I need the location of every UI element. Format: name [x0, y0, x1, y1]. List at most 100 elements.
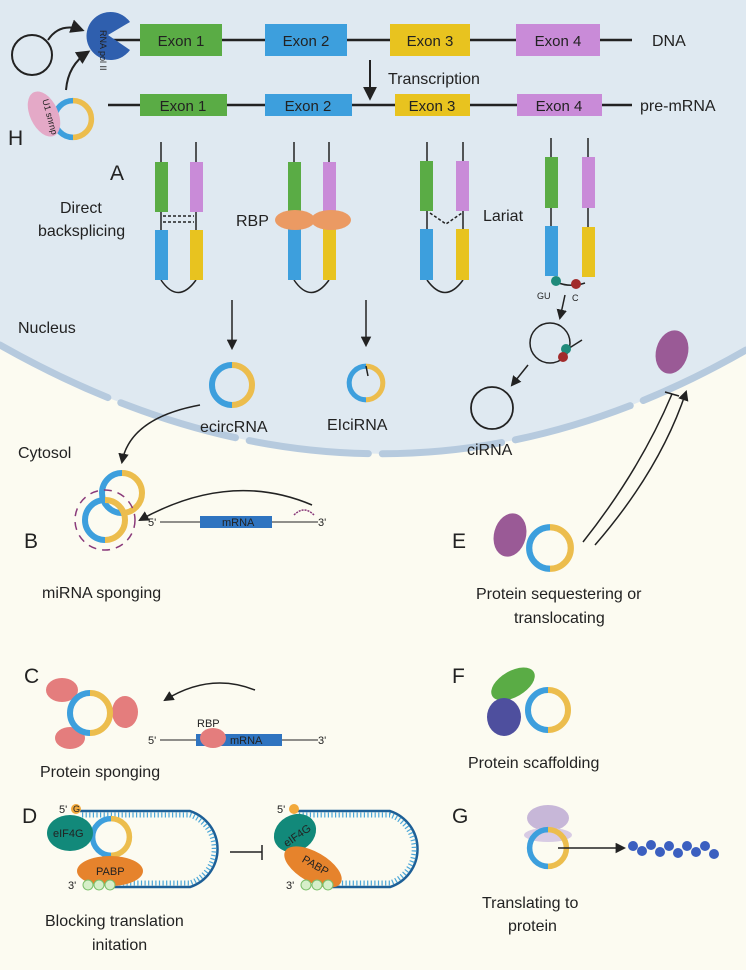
eicirna-label: EIciRNA [327, 417, 388, 434]
dna-label: DNA [652, 33, 686, 50]
e-inhibit-line [582, 393, 673, 543]
panel-g-letter: G [452, 805, 468, 828]
g-caption-1: Translating to [482, 895, 578, 912]
pabp-label: PABP [96, 866, 125, 878]
lariat-circle [529, 322, 571, 364]
b-mrna-box [200, 516, 272, 528]
dna-exon-1: Exon 1 [158, 33, 205, 50]
lariat-hairpin [545, 138, 595, 289]
c-protein-3 [55, 727, 85, 749]
mirna-combs [74, 489, 136, 551]
gu-dot [561, 344, 571, 354]
f-protein-blue [487, 698, 521, 736]
eif4g-label: eIF4G [53, 828, 84, 840]
eif4g-icon [47, 815, 93, 851]
b-3prime: 3' [318, 517, 326, 529]
transcription-label: Transcription [388, 71, 480, 88]
rbp-hairpin [275, 142, 351, 294]
lariat-label: Lariat [483, 208, 524, 225]
pabp-icon [77, 856, 143, 886]
c-caption: Protein sponging [40, 764, 160, 781]
direct-backsplicing-hairpin [155, 142, 203, 294]
intron-pairing-hairpin [420, 142, 469, 294]
e-caption-2: translocating [514, 610, 605, 627]
e-translocate-arrow [594, 390, 689, 546]
panel-a-letter: A [110, 162, 124, 185]
c-3prime: 3' [318, 735, 326, 747]
rna-pol-ii-icon [86, 12, 130, 61]
pre-mrna-exon-3: Exon 3 [409, 98, 456, 115]
rbp-label: RBP [236, 213, 269, 230]
d2-pabp-icon [284, 846, 342, 888]
c-label: C [572, 293, 579, 303]
lariat-arrow [556, 294, 567, 321]
nuclear-membrane [0, 341, 746, 458]
nuclear-protein [655, 330, 689, 374]
d2-g-cap-icon [289, 804, 299, 814]
dna-row: Exon 1 Exon 2 Exon 3 Exon 4 DNA [110, 24, 686, 56]
gu-label: GU [537, 291, 551, 301]
d-caption-1: Blocking translation [45, 913, 184, 930]
panel-b-letter: B [24, 530, 38, 553]
panel-c-letter: C [24, 665, 39, 688]
d2-poly-a-tail [300, 879, 334, 891]
pre-mrna-exon-2: Exon 2 [285, 98, 332, 115]
c-mrna-label: mRNA [230, 735, 263, 747]
pre-mrna-exon-1: Exon 1 [160, 98, 207, 115]
dna-exon-4: Exon 4 [535, 33, 582, 50]
d2-mrna-loop [297, 809, 419, 889]
pre-mrna-exon-4: Exon 4 [536, 98, 583, 115]
e-protein [493, 513, 527, 557]
poly-a-tail [82, 879, 116, 891]
b-5prime: 5' [148, 517, 156, 529]
c-rbp-icon [200, 728, 226, 748]
pre-mrna-row: Exon 1 Exon 2 Exon 3 Exon 4 pre-mRNA [108, 94, 716, 116]
ecircrna-label: ecircRNA [200, 419, 268, 436]
f-caption: Protein scaffolding [468, 755, 599, 772]
d-caption-2: initation [92, 937, 147, 954]
panel-f-letter: F [452, 665, 465, 688]
d-3prime: 3' [68, 880, 76, 892]
inhibit-symbol [230, 845, 263, 860]
cirna-circle [470, 386, 514, 430]
d2-5prime: 5' [277, 804, 285, 816]
d2-eif4g-icon [273, 813, 317, 853]
nucleus-label: Nucleus [18, 320, 76, 337]
arrow-to-pol [47, 19, 85, 41]
b-caption: miRNA sponging [42, 585, 161, 602]
panel-d-letter: D [22, 805, 37, 828]
cytosol-label: Cytosol [18, 445, 71, 462]
c-protein-2 [112, 696, 138, 728]
pre-mrna-label: pre-mRNA [640, 98, 716, 115]
c-arrow [163, 682, 256, 702]
direct-label: Direct [60, 200, 102, 217]
d-mrna-ticks [82, 812, 217, 886]
ciRNA-arrow [510, 364, 529, 387]
circrna-circle [11, 34, 53, 76]
d-5prime: 5' [59, 804, 67, 816]
ribosome-large [527, 805, 569, 831]
rna-pol-label: RNA pol II [98, 30, 108, 71]
b-mrna-label: mRNA [222, 517, 255, 529]
panel-e-letter: E [452, 530, 466, 553]
d2-3prime: 3' [286, 880, 294, 892]
f-protein-green [491, 667, 535, 701]
u1-snrnp-icon [27, 91, 61, 137]
export-arrow [118, 404, 201, 465]
c-protein-1 [46, 678, 78, 702]
g-cap-label: G [73, 804, 80, 814]
c-rbp-label: RBP [197, 718, 220, 730]
arrow-to-pol-2 [65, 50, 91, 91]
e-inhibit-bar [664, 391, 680, 397]
dna-exon-2: Exon 2 [283, 33, 330, 50]
d-mrna-loop [80, 809, 219, 889]
g-caption-2: protein [508, 918, 557, 935]
eicirna-intron [365, 365, 369, 377]
panel-h-letter: H [8, 127, 23, 150]
c-5prime: 5' [148, 735, 156, 747]
c-dot [558, 352, 568, 362]
g-cap-icon [71, 804, 81, 814]
e-caption-1: Protein sequestering or [476, 586, 642, 603]
peptide-chain [628, 840, 719, 859]
